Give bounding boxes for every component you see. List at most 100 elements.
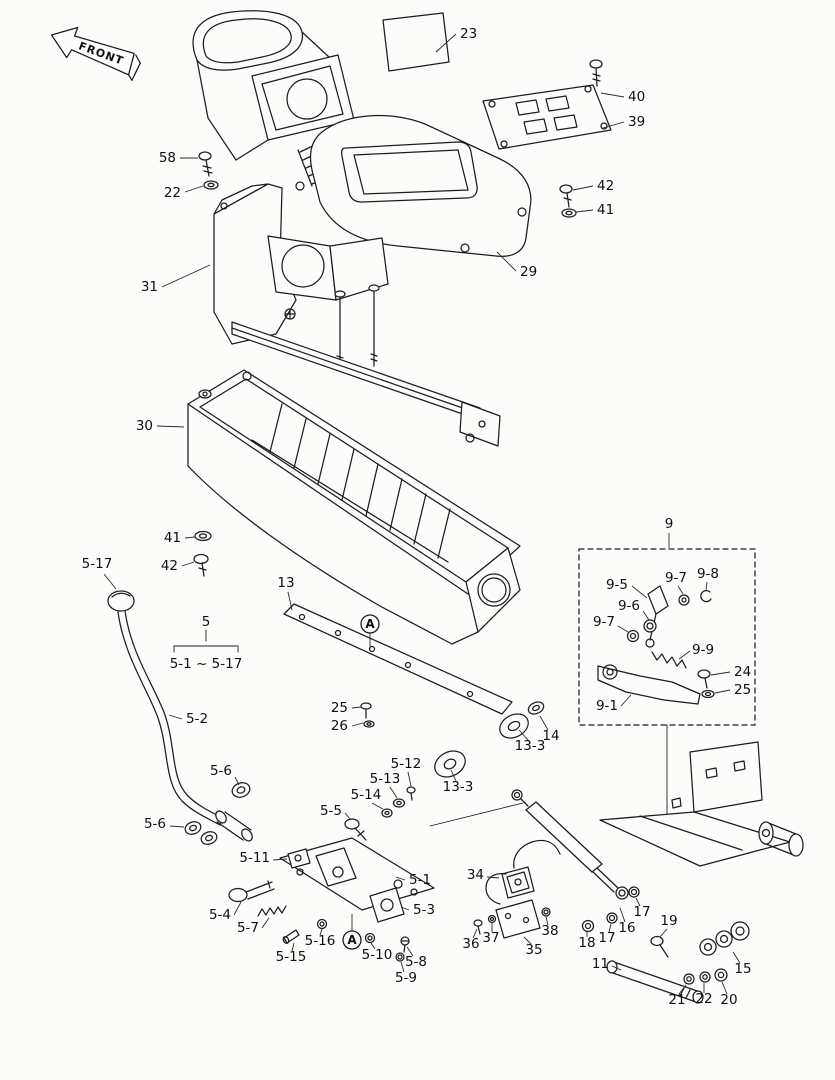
part-label: 58: [159, 150, 176, 166]
part-label: 30: [136, 418, 153, 434]
part-label: 35: [525, 942, 542, 958]
washer-5-6-upper: [231, 782, 251, 798]
detail-marker-label: A: [347, 933, 357, 947]
part-label: 5-14: [351, 787, 382, 803]
part-label: 5-8: [405, 954, 427, 970]
part-label: 5-9: [395, 970, 417, 986]
pin-5-15: [282, 929, 300, 944]
part-label: 13: [277, 575, 294, 591]
screw-5-8: [400, 936, 410, 953]
washer-26: [363, 720, 375, 728]
part-label: 22: [164, 185, 181, 201]
part-label: 41: [164, 530, 181, 546]
part-label: 24: [734, 664, 751, 680]
washer-37: [487, 914, 497, 924]
part-label: 5-6: [144, 816, 166, 832]
part-label: 5-1 ~ 5-17: [170, 656, 243, 672]
washer-5-13: [392, 798, 406, 808]
part-label: 5-17: [82, 556, 113, 572]
cover-29: [295, 115, 532, 257]
lever-knob-5-17: [107, 590, 135, 612]
part-label: 19: [660, 913, 677, 929]
panel-23: [382, 12, 450, 72]
part-label: 5-4: [209, 907, 231, 923]
bolt-40: [589, 59, 603, 87]
screw-58: [198, 151, 213, 177]
plate-13: [283, 603, 513, 715]
part-label: 9-7: [593, 614, 615, 630]
part-label: 5-16: [305, 933, 336, 949]
damper-16: [511, 789, 629, 900]
nut-22: [699, 971, 711, 983]
part-label: 31: [141, 279, 158, 295]
part-label: 9-6: [618, 598, 640, 614]
part-label: 36: [462, 936, 479, 952]
part-label: 20: [720, 992, 737, 1008]
washer-38: [541, 907, 551, 917]
frame-31: [213, 183, 501, 447]
plate-35: [495, 899, 541, 939]
part-label: 21: [668, 992, 685, 1008]
switch-34: [485, 839, 561, 905]
part-label: 5-12: [391, 756, 422, 772]
part-label: 26: [331, 718, 348, 734]
part-label: 15: [734, 961, 751, 977]
part-label: 5-15: [276, 949, 307, 965]
bolt-24: [697, 669, 711, 689]
bolt-19: [650, 935, 669, 958]
part-label: 42: [161, 558, 178, 574]
part-label: 5: [202, 614, 211, 630]
part-label: 13-3: [443, 779, 474, 795]
part-label: 18: [578, 935, 595, 951]
part-label: 39: [628, 114, 645, 130]
part-label: 38: [541, 923, 558, 939]
part-label: 25: [331, 700, 348, 716]
detail-marker-label: A: [365, 617, 375, 631]
assembly-box-9: [578, 548, 756, 839]
washer-17-upper: [628, 886, 640, 898]
part-label: 5-2: [186, 711, 208, 727]
part-label: 5-11: [239, 850, 270, 866]
part-label: 5-10: [362, 947, 393, 963]
mount-plate: [599, 741, 804, 867]
bolt-5-5: [344, 818, 367, 841]
washer-22: [203, 180, 219, 190]
part-label: 40: [628, 89, 645, 105]
part-label: 41: [597, 202, 614, 218]
part-label: 17: [598, 930, 615, 946]
part-label: 9-8: [697, 566, 719, 582]
part-label: 9: [665, 516, 674, 532]
part-label: 9-9: [692, 642, 714, 658]
part-label: 37: [482, 930, 499, 946]
bracket-5-3: [369, 887, 405, 923]
part-label: 34: [467, 867, 484, 883]
screw-42-left: [193, 553, 209, 577]
washer-5-16: [316, 918, 328, 930]
screw-25: [360, 702, 372, 719]
part-label: 5-7: [237, 920, 259, 936]
nut-20: [714, 968, 728, 982]
part-label: 9-5: [606, 577, 628, 593]
bin-30: [187, 369, 521, 645]
detail-marker: [342, 930, 362, 950]
spring-5-7: [257, 905, 287, 917]
front-arrow: FRONT: [50, 26, 141, 81]
part-label: 29: [520, 264, 537, 280]
part-label: 9-1: [596, 698, 618, 714]
nut-5-9: [395, 952, 405, 962]
part-label: 16: [618, 920, 635, 936]
washer-stack-15: [699, 921, 750, 956]
washer-5-14: [381, 808, 393, 818]
part-label: 5-13: [370, 771, 401, 787]
bolt-5-4: [228, 880, 275, 903]
switch-panel-39: [482, 84, 612, 150]
screw-36: [473, 919, 483, 935]
detail-marker: [360, 614, 380, 634]
rod-11: [606, 960, 704, 1004]
washer-17-lower: [606, 912, 618, 924]
washer-41-right: [561, 208, 577, 218]
screw-42-right: [559, 184, 573, 208]
part-label: 5-6: [210, 763, 232, 779]
